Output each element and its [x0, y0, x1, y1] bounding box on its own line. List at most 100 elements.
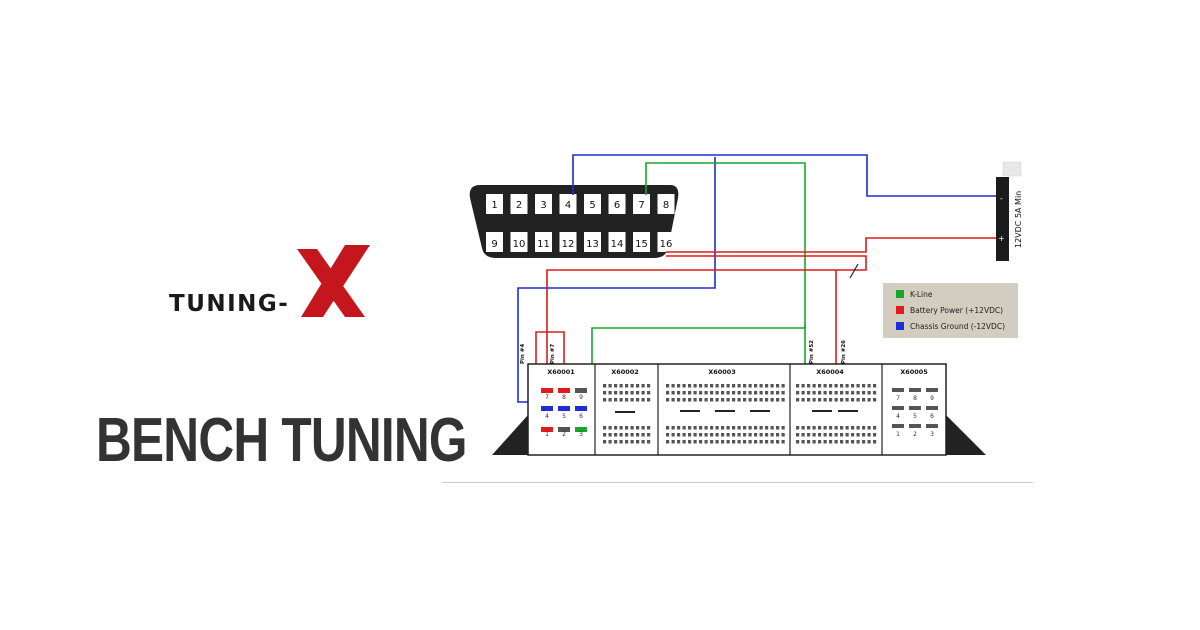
ecu-pin: [807, 391, 811, 395]
ecu-pin: [636, 384, 640, 388]
ecu-pin: [748, 433, 752, 437]
psu-minus: -: [1000, 194, 1003, 203]
ecu-pin: [671, 440, 675, 444]
ecu-pin: [754, 398, 758, 402]
ecu-pin: [743, 391, 747, 395]
ecu-pin: [721, 426, 725, 430]
x60005-pin: [892, 388, 904, 392]
ecu-pin: [829, 391, 833, 395]
ecu-pin: [776, 384, 780, 388]
ecu-pin: [671, 384, 675, 388]
ecu-pin: [636, 426, 640, 430]
ecu-pin: [765, 391, 769, 395]
ecu-pin: [603, 391, 607, 395]
ecu-pin: [726, 440, 730, 444]
obd-pin-label: 8: [663, 200, 669, 211]
ecu-pin: [715, 398, 719, 402]
x60001-pin-label: 1: [545, 431, 549, 438]
ecu-pin: [614, 426, 618, 430]
ecu-pin: [693, 398, 697, 402]
ecu-pin: [677, 426, 681, 430]
ecu-pin: [726, 433, 730, 437]
ecu-pin: [608, 391, 612, 395]
obd-pin: [486, 194, 503, 214]
ecu-pin: [699, 433, 703, 437]
obd-pin: [559, 194, 577, 214]
ecu-pin: [619, 433, 623, 437]
ecu-pin: [818, 391, 822, 395]
ecu-pin: [765, 440, 769, 444]
x60005-pin: [909, 424, 921, 428]
connector-label: X60001: [547, 368, 575, 376]
ecu-pin: [818, 440, 822, 444]
ecu-pin: [770, 398, 774, 402]
x60005-pin-label: 7: [896, 395, 900, 402]
ecu-pin: [704, 426, 708, 430]
ecu-pin: [759, 426, 763, 430]
ecu-pin: [759, 398, 763, 402]
ecu-pin: [867, 391, 871, 395]
ecu-pin: [682, 440, 686, 444]
ecu-pin: [721, 398, 725, 402]
ecu-pin: [873, 384, 877, 388]
ecu-pin: [856, 398, 860, 402]
obd-pin: [510, 194, 528, 214]
obd-pin-label: 16: [660, 239, 673, 250]
ecu-pin: [748, 426, 752, 430]
ecu-pin: [845, 433, 849, 437]
ecu-pin: [666, 384, 670, 388]
ecu-pin: [873, 398, 877, 402]
ecu-pin: [641, 391, 645, 395]
ecu-pin: [812, 426, 816, 430]
ecu-pin: [647, 391, 651, 395]
ecu-pin: [630, 398, 634, 402]
x60005-pin-label: 6: [930, 413, 934, 420]
ecu-pin: [737, 426, 741, 430]
ecu-pin: [759, 384, 763, 388]
ecu-pin: [851, 391, 855, 395]
obd-pin-label: 6: [614, 200, 620, 211]
ecu-pin: [619, 440, 623, 444]
ecu-pin: [781, 398, 785, 402]
ecu-pin: [721, 440, 725, 444]
ecu-slot: [838, 410, 858, 412]
ecu-pin: [721, 433, 725, 437]
ecu-pin: [862, 426, 866, 430]
x60005-pin: [892, 424, 904, 428]
ecu-pin: [770, 384, 774, 388]
ecu-pin: [856, 384, 860, 388]
ecu-pin: [862, 433, 866, 437]
psu-plus: +: [998, 234, 1005, 243]
x60005-pin-label: 4: [896, 413, 900, 420]
ecu-pin: [834, 433, 838, 437]
ecu-pin: [715, 384, 719, 388]
ecu-pin: [759, 440, 763, 444]
ecu-pin: [834, 426, 838, 430]
x60001-pin-label: 2: [562, 431, 566, 438]
ecu-pin: [625, 426, 629, 430]
x60001-pin-label: 6: [579, 413, 583, 420]
x60005-pin: [926, 388, 938, 392]
ecu-pin: [829, 426, 833, 430]
ecu-pin: [823, 391, 827, 395]
ecu-pin: [641, 384, 645, 388]
connector-label: X60003: [708, 368, 736, 376]
x60001-pin: [575, 406, 587, 411]
obd-pin-label: 1: [491, 200, 497, 211]
ecu-pin: [867, 440, 871, 444]
ecu-pin: [614, 440, 618, 444]
ecu-pin: [704, 398, 708, 402]
obd-pin: [510, 232, 528, 252]
ecu-pin: [630, 384, 634, 388]
ecu-pin: [801, 384, 805, 388]
ecu-pin: [647, 384, 651, 388]
ecu-pin: [851, 433, 855, 437]
ecu-pin: [619, 398, 623, 402]
ecu-pin: [619, 384, 623, 388]
ecu-pin: [641, 440, 645, 444]
ecu-pin: [765, 398, 769, 402]
ecu-pin: [608, 440, 612, 444]
ecu-pin: [781, 391, 785, 395]
ecu-pin: [776, 440, 780, 444]
pin4-label: Pin #4: [520, 344, 526, 364]
